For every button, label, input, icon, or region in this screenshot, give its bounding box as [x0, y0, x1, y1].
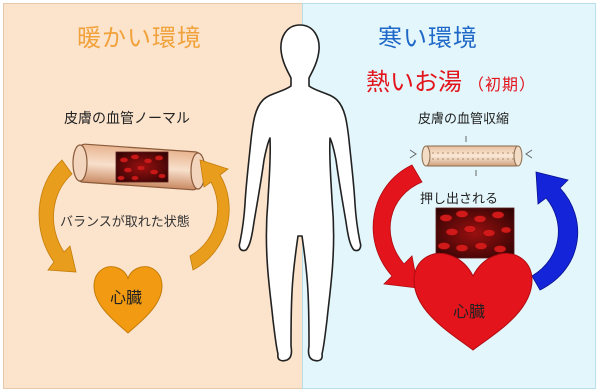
- heart-icon: [93, 266, 163, 334]
- human-silhouette-icon: [238, 24, 362, 362]
- vessel-constricted-label: 皮膚の血管収縮: [418, 112, 510, 127]
- blood-vessel-constricted-icon: [409, 136, 533, 176]
- hot-bath-subtitle: （初期）: [468, 75, 537, 94]
- cold-environment-title: 寒い環境: [378, 24, 478, 52]
- circulation-arrow-icon: [38, 159, 230, 273]
- balanced-state-label: バランスが取れた状態: [60, 215, 190, 230]
- vessel-normal-label: 皮膚の血管ノーマル: [64, 111, 190, 127]
- warm-heart-label: 心臓: [110, 288, 143, 307]
- blood-cells-icon: [435, 207, 515, 259]
- warm-environment-title: 暖かい環境: [77, 24, 202, 52]
- blood-vessel-normal-icon: [72, 143, 206, 191]
- pushed-out-label: 押し出される: [420, 192, 499, 207]
- circulation-arrow-icon: [372, 164, 579, 291]
- hot-bath-title-text: 熱いお湯: [366, 68, 462, 96]
- heart-icon: [413, 252, 533, 351]
- hot-bath-title: 熱いお湯 （初期）: [366, 62, 536, 97]
- cold-heart-label: 心臓: [453, 302, 486, 321]
